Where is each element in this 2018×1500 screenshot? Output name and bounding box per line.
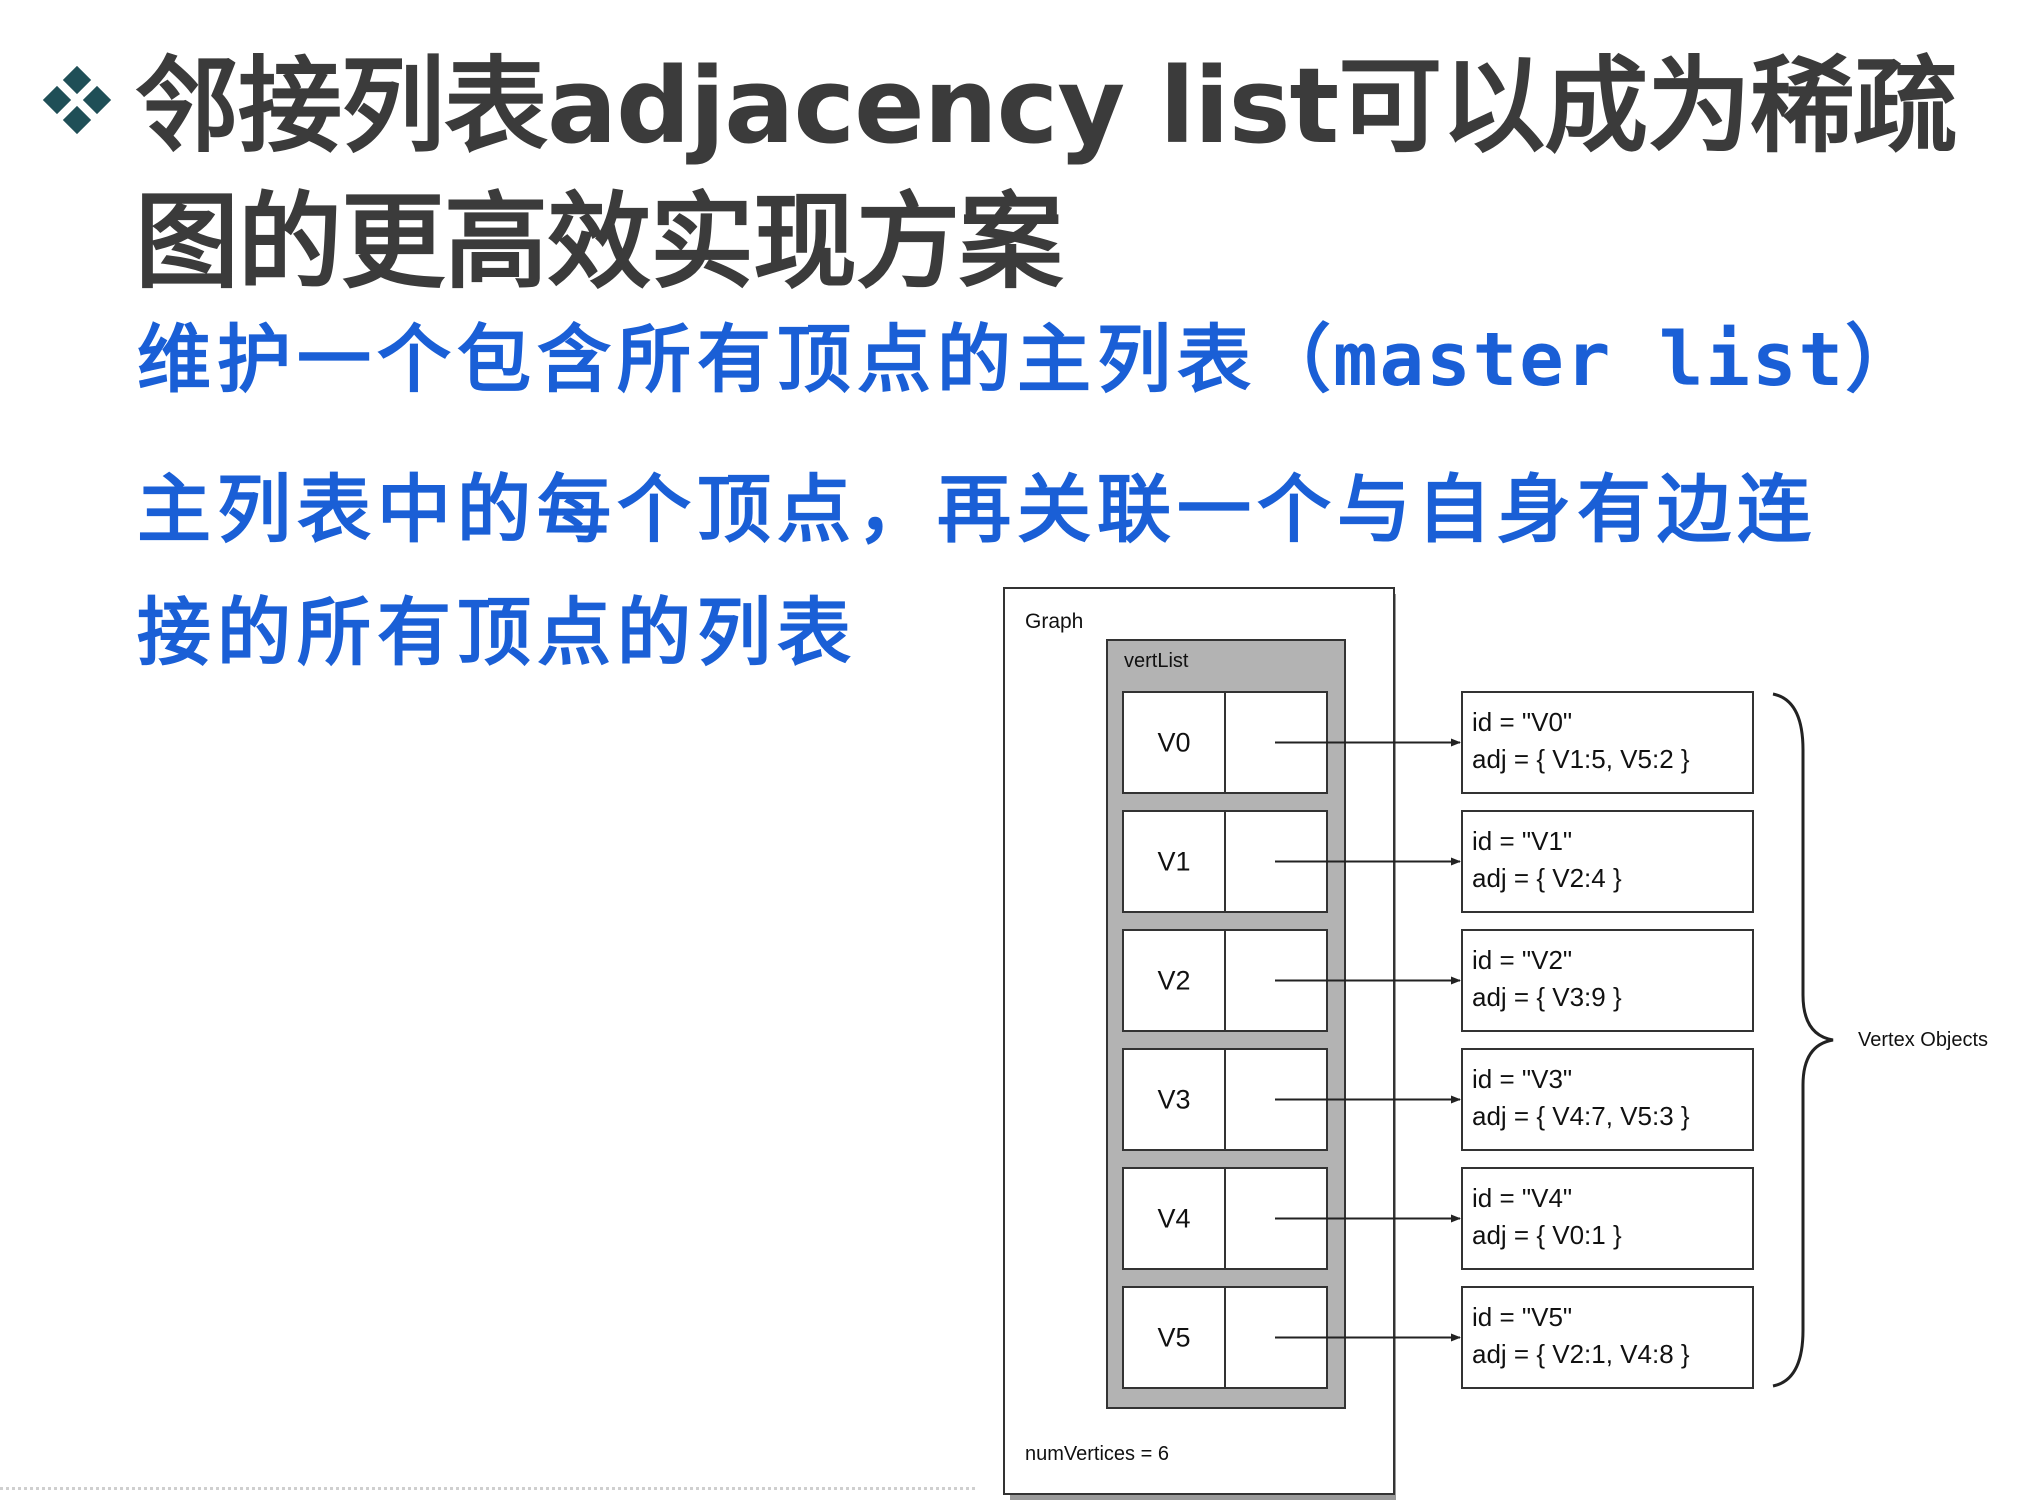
footer-divider: [0, 1487, 975, 1490]
vertex-name-label: V0: [1157, 728, 1190, 758]
vertex-id-text: id = "V4": [1472, 1183, 1572, 1213]
vertex-name-label: V3: [1157, 1085, 1190, 1115]
vertex-adj-text: adj = { V2:1, V4:8 }: [1472, 1339, 1690, 1369]
subtitle-master-list-en: （master list）: [1257, 317, 1922, 403]
vertex-name-label: V4: [1157, 1204, 1190, 1234]
vertex-objects-brace: [1772, 692, 1834, 1388]
vertex-adj-text: adj = { V1:5, V5:2 }: [1472, 744, 1690, 774]
vertex-id-text: id = "V5": [1472, 1302, 1572, 1332]
vertex-id-text: id = "V0": [1472, 707, 1572, 737]
vertex-adj-text: adj = { V4:7, V5:3 }: [1472, 1101, 1690, 1131]
vertex-object-box: [1461, 691, 1754, 794]
vertex-adj-text: adj = { V2:4 }: [1472, 863, 1622, 893]
vertlist-label: vertList: [1124, 650, 1189, 672]
graph-label: Graph: [1025, 610, 1083, 633]
vertex-name-label: V1: [1157, 847, 1190, 877]
subtitle-master-list-cn: 维护一个包含所有顶点的主列表: [137, 317, 1257, 403]
subtitle-vertex-association-cont: 接的所有顶点的列表: [137, 590, 857, 676]
diamond-four-bullet-icon: [42, 66, 112, 135]
vertex-object-box: [1461, 1048, 1754, 1151]
vertex-adj-text: adj = { V3:9 }: [1472, 982, 1622, 1012]
vertex-object-box: [1461, 810, 1754, 913]
vertex-objects-label: Vertex Objects: [1858, 1029, 1988, 1051]
vertex-id-text: id = "V3": [1472, 1064, 1572, 1094]
vertex-object-box: [1461, 1286, 1754, 1389]
vertex-name-label: V2: [1157, 966, 1190, 996]
vertex-object-box: [1461, 929, 1754, 1032]
vertex-rows: V0 id = "V0" adj = { V1:5, V5:2 } V1 id = "V…: [1122, 691, 1754, 1389]
vertex-object-box: [1461, 1167, 1754, 1270]
num-vertices-label: numVertices = 6: [1025, 1443, 1169, 1465]
vertex-id-text: id = "V2": [1472, 945, 1572, 975]
vertex-name-label: V5: [1157, 1323, 1190, 1353]
slide-title: 邻接列表adjacency list可以成为稀疏图的更高效实现方案: [135, 45, 1957, 303]
subtitle-master-list: 维护一个包含所有顶点的主列表（master list）: [137, 312, 2017, 408]
subtitle-vertex-association: 主列表中的每个顶点，再关联一个与自身有边连: [137, 467, 1817, 553]
vertex-id-text: id = "V1": [1472, 826, 1572, 856]
vertex-adj-text: adj = { V0:1 }: [1472, 1220, 1622, 1250]
